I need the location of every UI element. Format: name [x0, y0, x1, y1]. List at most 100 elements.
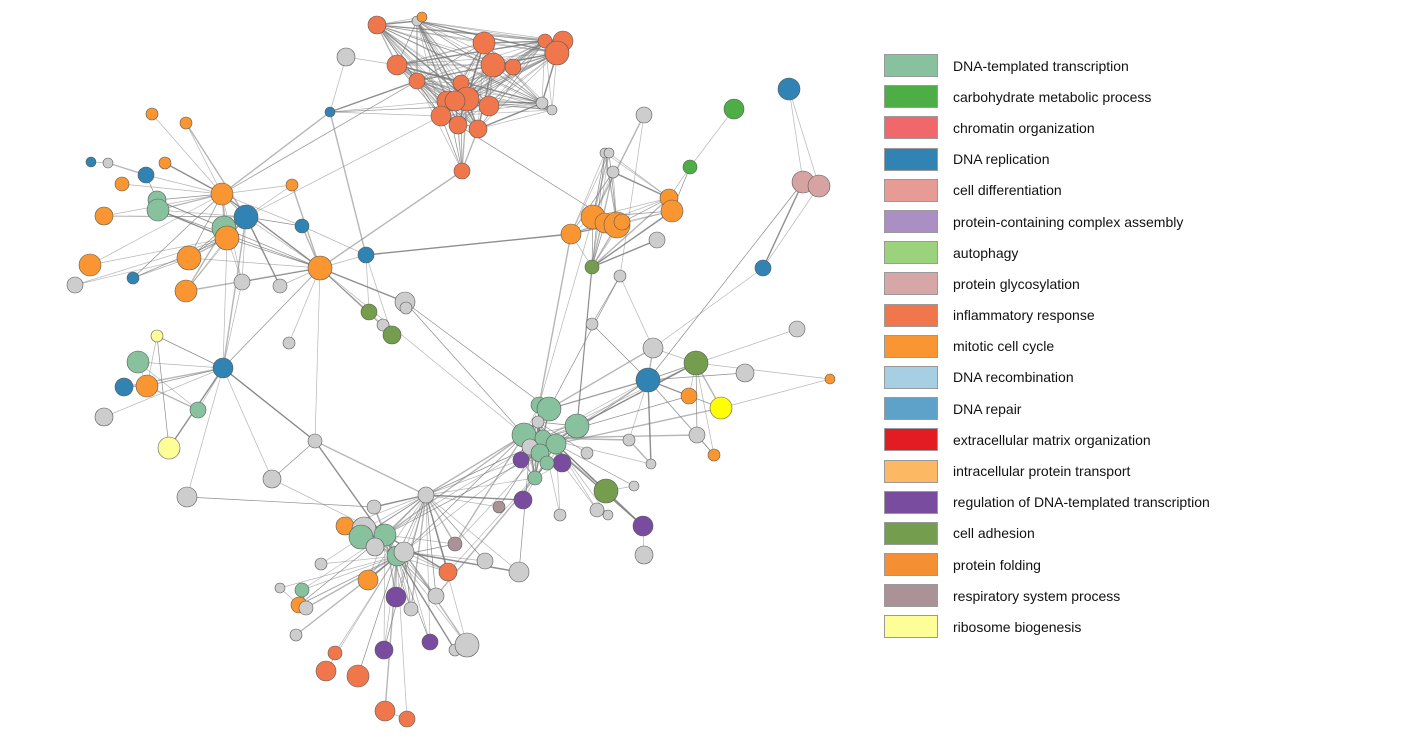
network-node[interactable]: [438, 562, 458, 582]
network-node[interactable]: [807, 174, 831, 198]
network-node[interactable]: [386, 54, 408, 76]
network-node[interactable]: [635, 106, 653, 124]
network-node[interactable]: [357, 569, 379, 591]
network-node[interactable]: [593, 478, 619, 504]
network-node[interactable]: [307, 433, 323, 449]
network-node[interactable]: [447, 536, 463, 552]
network-node[interactable]: [367, 15, 387, 35]
network-node[interactable]: [527, 470, 543, 486]
network-node[interactable]: [399, 301, 413, 315]
network-node[interactable]: [210, 182, 234, 206]
network-node[interactable]: [709, 396, 733, 420]
network-node[interactable]: [307, 255, 333, 281]
network-node[interactable]: [531, 415, 545, 429]
network-node[interactable]: [553, 508, 567, 522]
network-node[interactable]: [94, 206, 114, 226]
network-node[interactable]: [365, 537, 385, 557]
network-node[interactable]: [298, 600, 314, 616]
network-node[interactable]: [472, 31, 496, 55]
network-node[interactable]: [78, 253, 102, 277]
network-node[interactable]: [137, 166, 155, 184]
network-node[interactable]: [85, 156, 97, 168]
network-node[interactable]: [126, 271, 140, 285]
network-node[interactable]: [146, 198, 170, 222]
network-node[interactable]: [135, 374, 159, 398]
network-node[interactable]: [94, 407, 114, 427]
network-node[interactable]: [688, 426, 706, 444]
network-node[interactable]: [374, 700, 396, 722]
network-node[interactable]: [635, 367, 661, 393]
network-node[interactable]: [374, 640, 394, 660]
network-node[interactable]: [336, 47, 356, 67]
network-node[interactable]: [430, 105, 452, 127]
network-node[interactable]: [508, 561, 530, 583]
network-node[interactable]: [454, 632, 480, 658]
network-node[interactable]: [448, 115, 468, 135]
network-node[interactable]: [66, 276, 84, 294]
network-node[interactable]: [324, 106, 336, 118]
network-node[interactable]: [212, 357, 234, 379]
network-node[interactable]: [723, 98, 745, 120]
network-node[interactable]: [314, 557, 328, 571]
network-node[interactable]: [416, 11, 428, 23]
network-node[interactable]: [546, 104, 558, 116]
network-node[interactable]: [536, 396, 562, 422]
network-node[interactable]: [158, 156, 172, 170]
network-node[interactable]: [262, 469, 282, 489]
network-node[interactable]: [660, 199, 684, 223]
network-node[interactable]: [385, 586, 407, 608]
network-node[interactable]: [214, 225, 240, 251]
network-node[interactable]: [584, 259, 600, 275]
network-node[interactable]: [417, 486, 435, 504]
network-node[interactable]: [453, 162, 471, 180]
network-node[interactable]: [634, 545, 654, 565]
network-node[interactable]: [327, 645, 343, 661]
network-node[interactable]: [680, 387, 698, 405]
network-node[interactable]: [421, 633, 439, 651]
network-node[interactable]: [622, 433, 636, 447]
network-node[interactable]: [613, 269, 627, 283]
network-node[interactable]: [580, 446, 594, 460]
network-node[interactable]: [114, 176, 130, 192]
network-node[interactable]: [606, 165, 620, 179]
network-node[interactable]: [545, 433, 567, 455]
network-node[interactable]: [315, 660, 337, 682]
network-node[interactable]: [478, 95, 500, 117]
network-node[interactable]: [382, 325, 402, 345]
network-node[interactable]: [645, 458, 657, 470]
network-node[interactable]: [735, 363, 755, 383]
network-node[interactable]: [476, 552, 494, 570]
network-node[interactable]: [589, 502, 605, 518]
network-node[interactable]: [444, 90, 466, 112]
network-node[interactable]: [176, 245, 202, 271]
network-node[interactable]: [233, 204, 259, 230]
network-node[interactable]: [544, 40, 570, 66]
network-node[interactable]: [613, 213, 631, 231]
network-node[interactable]: [274, 582, 286, 594]
network-node[interactable]: [427, 587, 445, 605]
network-node[interactable]: [126, 350, 150, 374]
network-node[interactable]: [114, 377, 134, 397]
network-node[interactable]: [512, 451, 530, 469]
network-node[interactable]: [539, 455, 555, 471]
network-node[interactable]: [603, 147, 615, 159]
network-node[interactable]: [602, 509, 614, 521]
network-node[interactable]: [754, 259, 772, 277]
network-node[interactable]: [560, 223, 582, 245]
network-node[interactable]: [492, 500, 506, 514]
network-node[interactable]: [564, 413, 590, 439]
network-node[interactable]: [285, 178, 299, 192]
network-node[interactable]: [535, 96, 549, 110]
network-node[interactable]: [585, 317, 599, 331]
network-node[interactable]: [174, 279, 198, 303]
network-node[interactable]: [360, 303, 378, 321]
network-node[interactable]: [233, 273, 251, 291]
network-node[interactable]: [189, 401, 207, 419]
network-node[interactable]: [294, 582, 310, 598]
network-node[interactable]: [398, 710, 416, 728]
network-node[interactable]: [504, 58, 522, 76]
network-node[interactable]: [682, 159, 698, 175]
network-node[interactable]: [480, 52, 506, 78]
network-node[interactable]: [366, 499, 382, 515]
network-node[interactable]: [157, 436, 181, 460]
